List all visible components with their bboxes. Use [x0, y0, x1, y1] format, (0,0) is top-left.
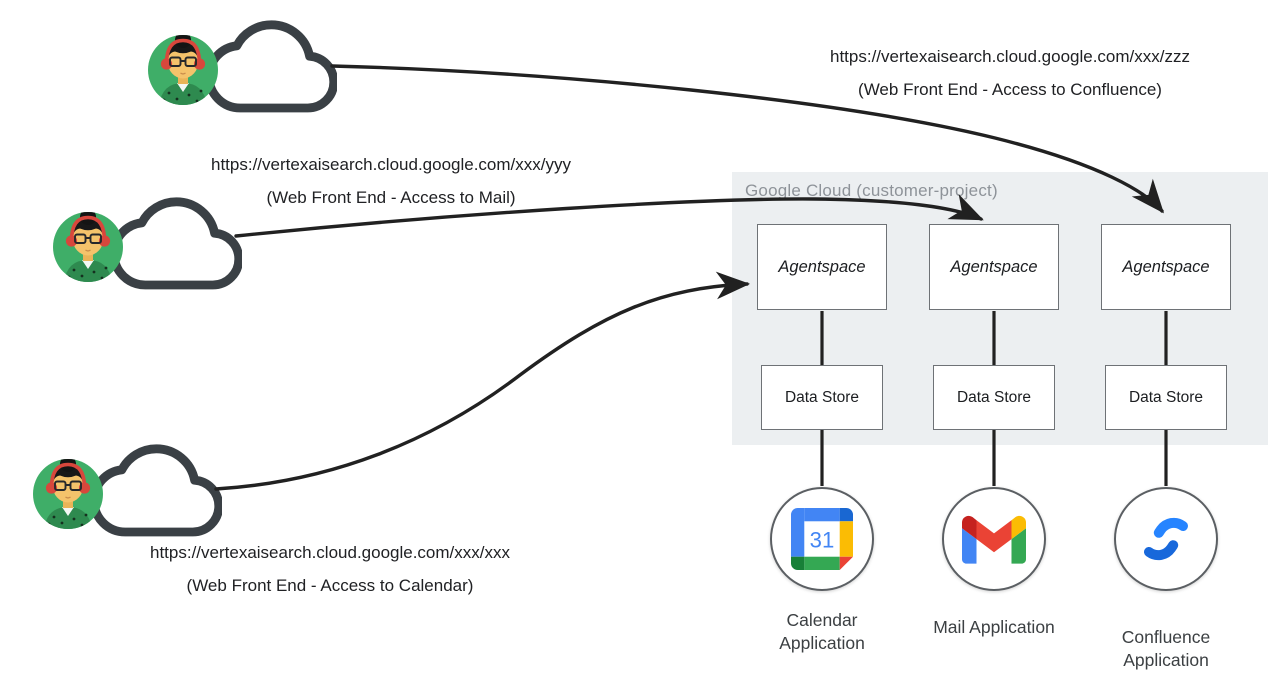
- confluence-icon: [1144, 517, 1188, 561]
- url-text: https://vertexaisearch.cloud.google.com/…: [211, 155, 571, 174]
- url-block-calendar: https://vertexaisearch.cloud.google.com/…: [98, 536, 562, 602]
- datastore-label: Data Store: [956, 388, 1032, 406]
- datastore-box-confluence: Data Store: [1105, 365, 1227, 430]
- mail-app-circle: [942, 487, 1046, 591]
- user-with-cloud-icon: [52, 192, 242, 302]
- url-caption: (Web Front End - Access to Calendar): [186, 576, 474, 595]
- connection-arrow-user3-calendar: [214, 271, 751, 491]
- user-with-cloud-icon: [32, 439, 222, 549]
- agentspace-label: Agentspace: [778, 257, 866, 276]
- url-text: https://vertexaisearch.cloud.google.com/…: [150, 543, 510, 562]
- datastore-label: Data Store: [784, 388, 860, 406]
- gmail-icon: [962, 515, 1026, 564]
- calendar-app-label: Calendar Application: [779, 610, 865, 653]
- confluence-app-circle: [1114, 487, 1218, 591]
- user-with-cloud-icon: [147, 15, 337, 125]
- url-block-confluence: https://vertexaisearch.cloud.google.com/…: [778, 40, 1242, 106]
- datastore-label: Data Store: [1128, 388, 1204, 406]
- agentspace-label: Agentspace: [950, 257, 1038, 276]
- agentspace-box-calendar: Agentspace: [757, 224, 887, 310]
- google-cloud-panel-title: Google Cloud (customer-project): [745, 181, 998, 200]
- calendar-day-text: 31: [810, 527, 835, 552]
- url-caption: (Web Front End - Access to Confluence): [858, 80, 1162, 99]
- google-calendar-icon: 31: [791, 508, 853, 570]
- url-text: https://vertexaisearch.cloud.google.com/…: [830, 47, 1190, 66]
- datastore-box-calendar: Data Store: [761, 365, 883, 430]
- confluence-app-label: Confluence Application: [1121, 627, 1211, 670]
- agentspace-label: Agentspace: [1122, 257, 1210, 276]
- agentspace-box-confluence: Agentspace: [1101, 224, 1231, 310]
- mail-app-label: Mail Application: [933, 617, 1055, 637]
- agentspace-box-mail: Agentspace: [929, 224, 1059, 310]
- calendar-app-circle: 31: [770, 487, 874, 591]
- datastore-box-mail: Data Store: [933, 365, 1055, 430]
